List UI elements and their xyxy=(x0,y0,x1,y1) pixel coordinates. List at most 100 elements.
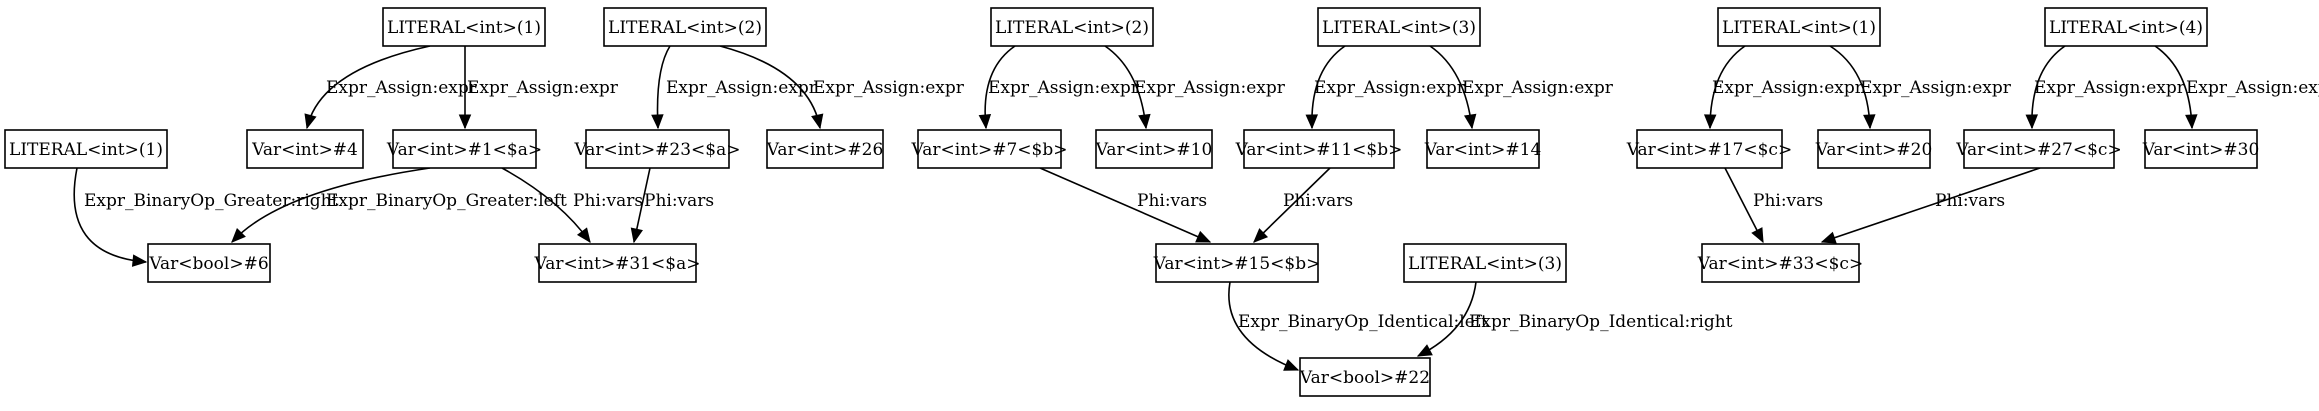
arrow-head xyxy=(1751,227,1764,244)
graph-node: Var<int>#14 xyxy=(1424,129,1542,169)
node-box xyxy=(382,7,546,47)
edge-label: Expr_BinaryOp_Greater:left xyxy=(326,191,567,211)
node-label: LITERAL<int>(3) xyxy=(1322,18,1476,38)
graph-node: LITERAL<int>(3) xyxy=(1317,7,1481,47)
edge-label: Expr_BinaryOp_Greater:right xyxy=(84,191,339,211)
edge-label: Expr_BinaryOp_Identical:right xyxy=(1469,312,1733,332)
node-label: Var<int>#27<$c> xyxy=(1955,140,2121,160)
graph-node: LITERAL<int>(3) xyxy=(1403,243,1567,283)
node-box xyxy=(1155,243,1319,283)
graph-node: Var<int>#4 xyxy=(246,129,364,169)
edge-line xyxy=(306,45,431,129)
node-label: LITERAL<int>(1) xyxy=(1722,18,1876,38)
arrow-head xyxy=(1283,359,1300,371)
arrow-head xyxy=(630,227,643,244)
arrow-head xyxy=(231,227,246,243)
node-label: LITERAL<int>(2) xyxy=(995,18,1149,38)
node-box xyxy=(392,129,537,169)
edge-line xyxy=(1228,281,1299,371)
node-label: Var<int>#1<$a> xyxy=(386,140,542,160)
graph-node: Var<int>#27<$c> xyxy=(1955,129,2122,169)
graph-node: Var<int>#11<$b> xyxy=(1235,129,1403,169)
node-label: Var<int>#17<$c> xyxy=(1626,140,1792,160)
graph-edge: Phi:vars xyxy=(1724,167,1823,244)
graph-edge: Phi:vars xyxy=(1820,167,2041,244)
graph-edge: Expr_Assign:expr xyxy=(304,45,478,130)
arrow-head xyxy=(1305,114,1319,130)
edge-label: Expr_Assign:expr xyxy=(988,78,1140,98)
graph-node: LITERAL<int>(2) xyxy=(990,7,1154,47)
graph-edge: Expr_Assign:expr xyxy=(1429,45,1614,130)
node-box xyxy=(2144,129,2258,169)
node-label: Var<int>#10 xyxy=(1095,140,1213,160)
arrow-head xyxy=(1195,230,1212,243)
node-box xyxy=(1701,243,1860,283)
graph-edge: Phi:vars xyxy=(1039,167,1212,243)
node-box xyxy=(246,129,364,169)
edge-label: Expr_Assign:expr xyxy=(1462,78,1614,98)
node-label: Var<int>#20 xyxy=(1815,140,1933,160)
node-label: Var<int>#14 xyxy=(1424,140,1542,160)
edge-label: Expr_BinaryOp_Identical:left xyxy=(1238,312,1488,332)
graph-edge: Phi:vars xyxy=(630,167,714,244)
graph-node: LITERAL<int>(1) xyxy=(382,7,546,47)
node-label: Var<bool>#6 xyxy=(148,254,268,274)
node-box xyxy=(147,243,271,283)
graph-edge: Expr_Assign:expr xyxy=(978,45,1140,130)
node-label: Var<int>#15<$b> xyxy=(1153,254,1321,274)
node-label: LITERAL<int>(3) xyxy=(1408,254,1562,274)
arrow-head xyxy=(811,113,824,130)
edge-line xyxy=(73,167,147,263)
graph-edge: Expr_BinaryOp_Identical:right xyxy=(1416,281,1733,357)
node-box xyxy=(917,129,1062,169)
arrow-head xyxy=(1416,344,1433,357)
node-box xyxy=(585,129,730,169)
node-box xyxy=(1095,129,1213,169)
graph-edge: Expr_Assign:expr xyxy=(1104,45,1286,130)
node-label: Var<int>#7<$b> xyxy=(911,140,1068,160)
graph-edge: Expr_Assign:expr xyxy=(1829,45,2012,130)
graph-edge: Expr_BinaryOp_Greater:right xyxy=(73,167,339,267)
node-label: LITERAL<int>(2) xyxy=(608,18,762,38)
node-label: Var<int>#4 xyxy=(251,140,358,160)
node-label: Var<int>#33<$c> xyxy=(1697,254,1863,274)
node-label: LITERAL<int>(4) xyxy=(2049,18,2203,38)
edge-label: Expr_Assign:expr xyxy=(1712,78,1864,98)
graph-node: Var<int>#33<$c> xyxy=(1697,243,1863,283)
node-box xyxy=(538,243,697,283)
graph-edge: Expr_Assign:expr xyxy=(2025,45,2186,130)
node-label: Var<int>#11<$b> xyxy=(1235,140,1403,160)
edge-label: Expr_Assign:expr xyxy=(1314,78,1466,98)
arrow-head xyxy=(2185,114,2198,130)
edge-label: Expr_Assign:expr xyxy=(2034,78,2186,98)
graph-edge: Expr_Assign:expr xyxy=(651,45,818,130)
edge-label: Phi:vars xyxy=(644,191,714,211)
graph-node: Var<bool>#22 xyxy=(1299,357,1431,397)
node-box xyxy=(1317,7,1481,47)
graph-edge: Expr_BinaryOp_Identical:left xyxy=(1228,281,1488,371)
graph-edge: Expr_Assign:expr xyxy=(1703,45,1864,130)
arrow-head xyxy=(651,114,664,130)
arrow-head xyxy=(458,114,472,130)
graph-edge: Expr_Assign:expr xyxy=(1305,45,1466,130)
node-box xyxy=(1426,129,1540,169)
edge-label: Expr_Assign:expr xyxy=(326,78,478,98)
node-box xyxy=(990,7,1154,47)
graph-node: Var<int>#1<$a> xyxy=(386,129,542,169)
node-label: Var<int>#30 xyxy=(2142,140,2260,160)
edge-line xyxy=(1253,167,1331,243)
node-layer: LITERAL<int>(1) LITERAL<int>(2) LITERAL<in… xyxy=(4,7,2260,397)
graph-edge: Phi:vars xyxy=(501,167,643,244)
node-label: LITERAL<int>(1) xyxy=(387,18,541,38)
node-box xyxy=(766,129,884,169)
node-label: Var<int>#26 xyxy=(766,140,884,160)
node-box xyxy=(1299,357,1431,397)
graph-node: Var<int>#15<$b> xyxy=(1153,243,1321,283)
edge-label: Phi:vars xyxy=(1753,191,1823,211)
node-box xyxy=(1963,129,2115,169)
edge-label: Expr_Assign:expr xyxy=(666,78,818,98)
graph-node: Var<int>#23<$a> xyxy=(574,129,741,169)
graph-node: LITERAL<int>(4) xyxy=(2044,7,2208,47)
node-box xyxy=(1717,7,1881,47)
